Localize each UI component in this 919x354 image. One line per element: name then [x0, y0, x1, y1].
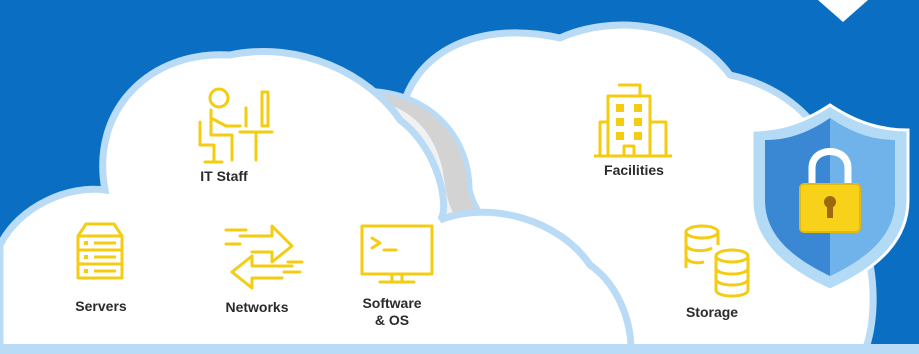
shield-lock-icon — [750, 103, 910, 292]
label-facilities: Facilities — [604, 162, 664, 178]
network-arrows-icon — [224, 224, 304, 290]
label-networks: Networks — [225, 299, 289, 315]
terminal-monitor-icon — [360, 224, 434, 284]
server-rack-icon — [76, 222, 124, 280]
front-cloud — [0, 48, 635, 354]
label-storage: Storage — [685, 304, 739, 320]
building-icon — [594, 83, 672, 158]
person-at-desk-icon — [198, 87, 274, 164]
chevron-down-icon — [818, 0, 868, 22]
label-it-staff: IT Staff — [200, 168, 248, 184]
label-servers: Servers — [75, 298, 127, 314]
label-software-os: Software & OS — [362, 295, 422, 328]
database-cylinders-icon — [684, 224, 750, 298]
cloud-base-edge — [0, 344, 919, 354]
